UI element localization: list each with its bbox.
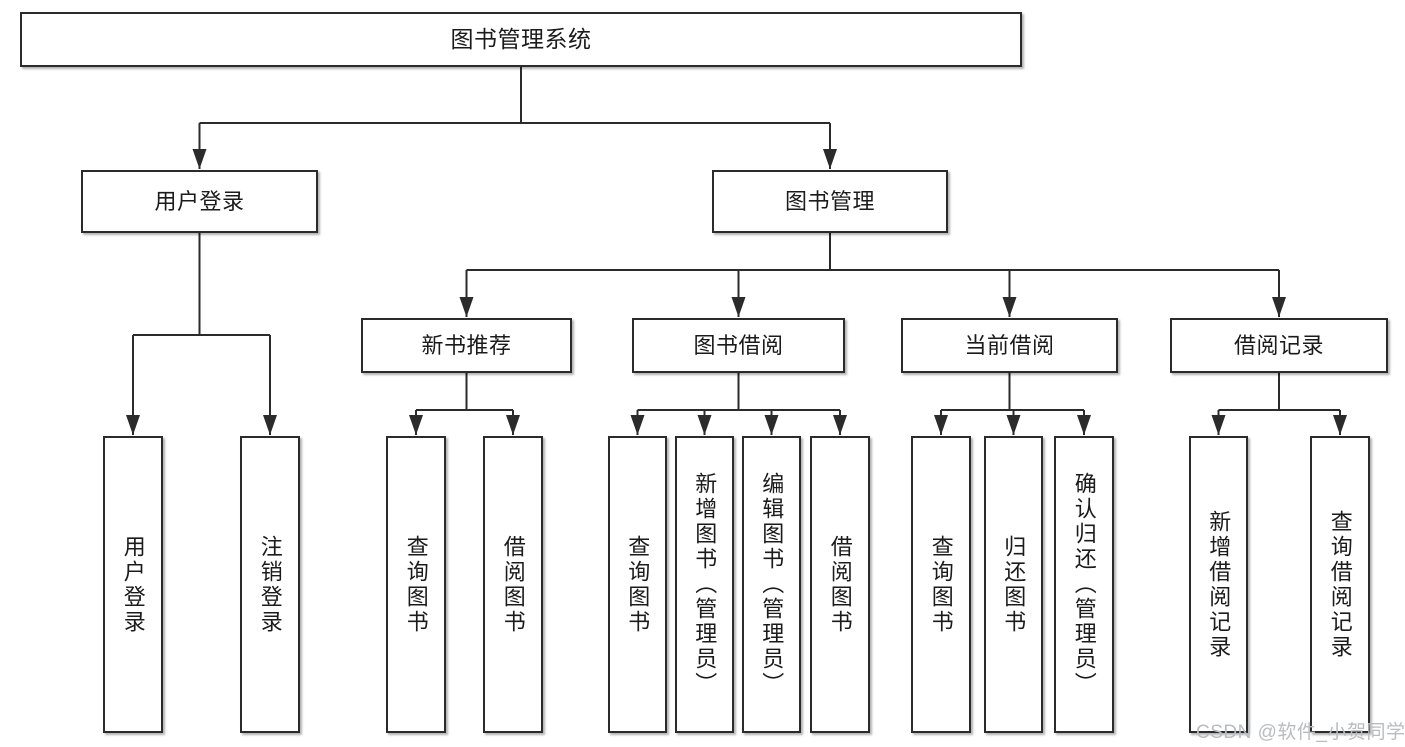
node-label: 确认归还（管理员） — [1071, 472, 1097, 697]
node-new-book-recommend[interactable]: 新书推荐 — [361, 318, 572, 373]
leaf-lend-edit-book-admin[interactable]: 编辑图书（管理员） — [742, 436, 801, 733]
node-root-system[interactable]: 图书管理系统 — [20, 12, 1022, 67]
leaf-current-query-book[interactable]: 查询图书 — [911, 436, 971, 733]
node-current-borrow[interactable]: 当前借阅 — [901, 318, 1118, 373]
node-label: 查询图书 — [928, 534, 954, 635]
leaf-lend-add-book-admin[interactable]: 新增图书（管理员） — [675, 436, 734, 733]
leaf-lend-query-book[interactable]: 查询图书 — [608, 436, 667, 733]
node-label: 新增借阅记录 — [1206, 509, 1232, 660]
node-label: 新增图书（管理员） — [692, 472, 718, 697]
node-label: 查询图书 — [625, 534, 651, 635]
leaf-new-query-book[interactable]: 查询图书 — [386, 436, 446, 733]
leaf-current-confirm-return-admin[interactable]: 确认归还（管理员） — [1054, 436, 1114, 733]
node-label: 编辑图书（管理员） — [759, 472, 785, 697]
node-label: 当前借阅 — [964, 332, 1055, 358]
node-label: 归还图书 — [1001, 534, 1027, 635]
node-label: 用户登录 — [154, 188, 245, 214]
leaf-current-return-book[interactable]: 归还图书 — [984, 436, 1043, 733]
node-label: 图书管理 — [784, 188, 875, 214]
leaf-record-query[interactable]: 查询借阅记录 — [1310, 436, 1370, 733]
leaf-new-borrow-book[interactable]: 借阅图书 — [483, 436, 543, 733]
leaf-lend-borrow-book[interactable]: 借阅图书 — [810, 436, 870, 733]
node-book-management-module[interactable]: 图书管理 — [712, 170, 948, 233]
node-label: 查询借阅记录 — [1327, 509, 1353, 660]
node-label: 用户登录 — [120, 534, 146, 635]
node-label: 查询图书 — [403, 534, 429, 635]
leaf-user-logout[interactable]: 注销登录 — [240, 436, 300, 733]
node-label: 图书借阅 — [693, 332, 784, 358]
node-label: 借阅记录 — [1233, 332, 1324, 358]
node-label: 借阅图书 — [827, 534, 853, 635]
node-label: 图书管理系统 — [450, 26, 592, 53]
node-label: 借阅图书 — [500, 534, 526, 635]
leaf-user-login[interactable]: 用户登录 — [103, 436, 163, 733]
node-user-login-module[interactable]: 用户登录 — [81, 170, 318, 233]
leaf-record-add[interactable]: 新增借阅记录 — [1189, 436, 1248, 733]
node-label: 新书推荐 — [421, 332, 512, 358]
node-label: 注销登录 — [257, 534, 283, 635]
node-borrow-record[interactable]: 借阅记录 — [1170, 318, 1388, 373]
node-book-borrow[interactable]: 图书借阅 — [632, 318, 845, 373]
